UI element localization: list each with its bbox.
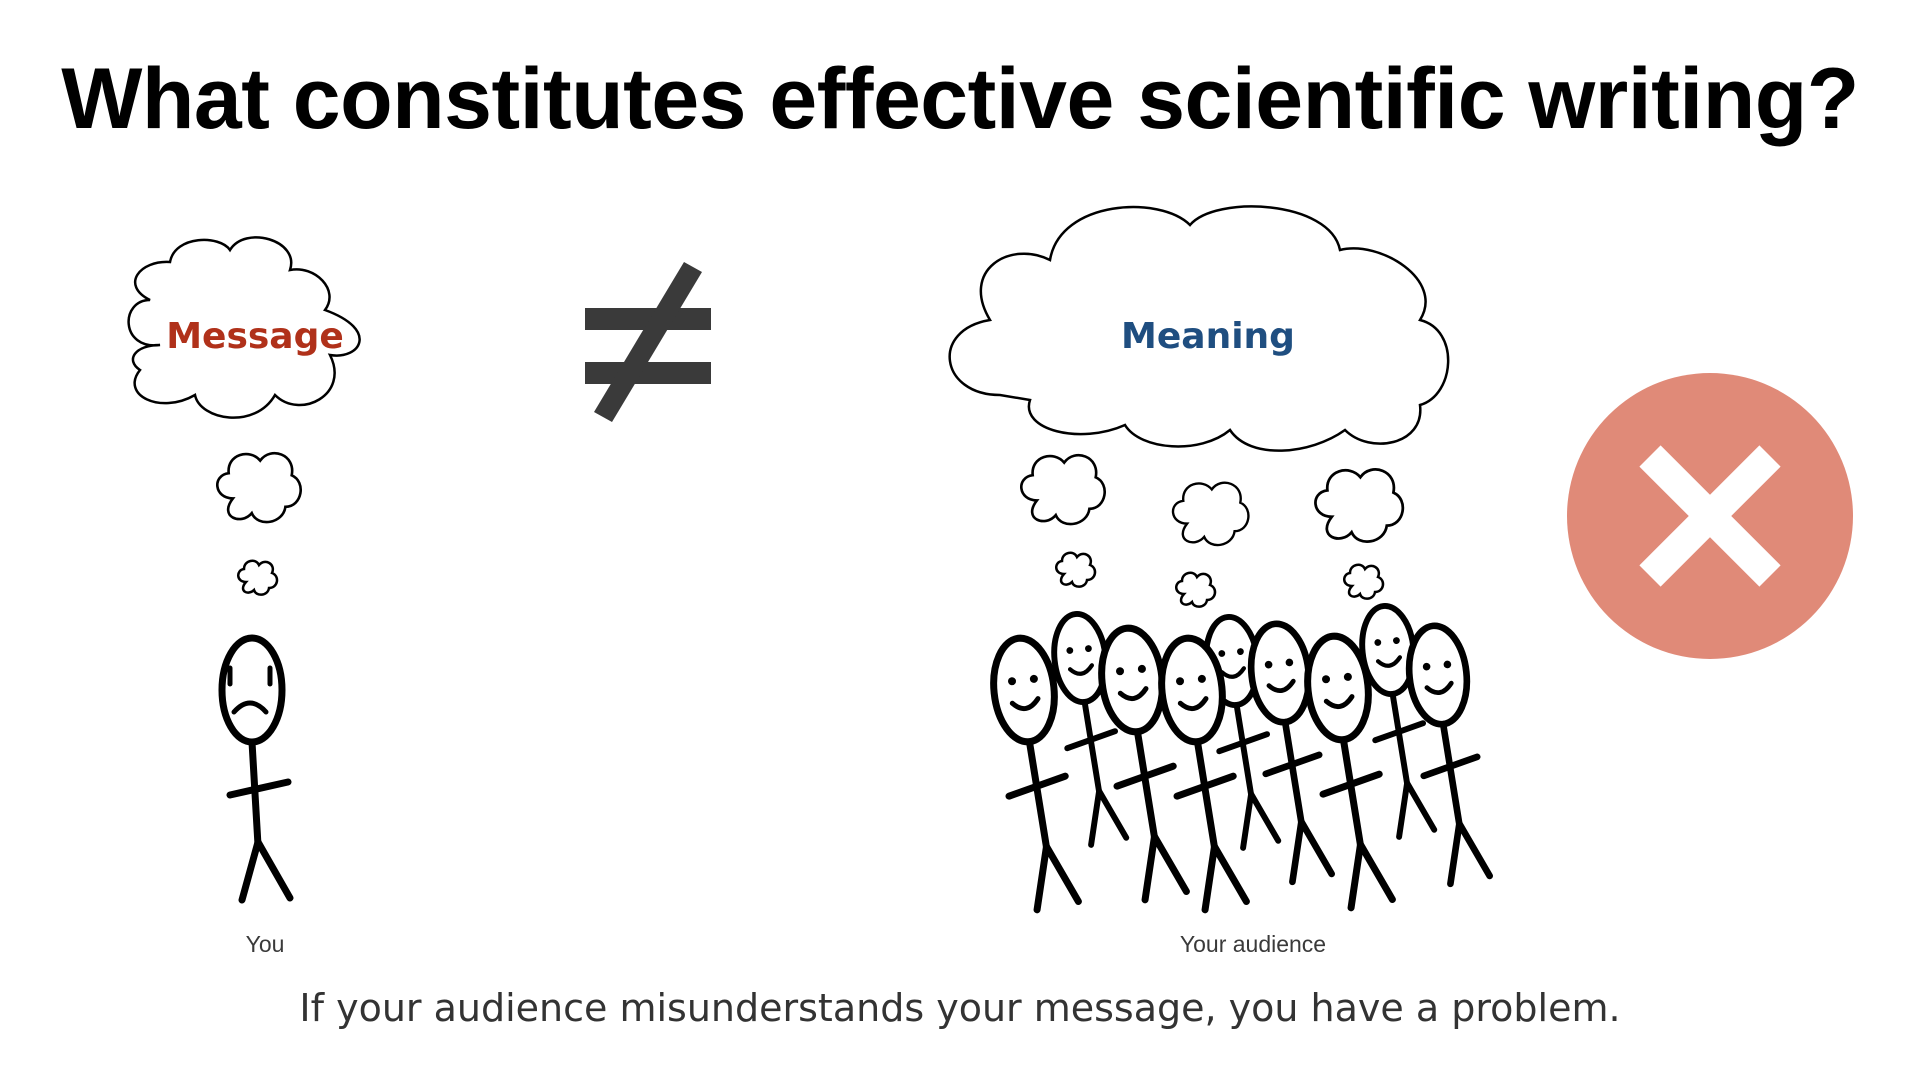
- sad-mouth: [231, 700, 269, 715]
- audience-thought-bubble-small-3: [1314, 468, 1405, 543]
- sender-thought-bubble-tiny: [236, 559, 279, 596]
- receivers-group: Meaning Your audience: [948, 205, 1490, 957]
- footer-statement: If your audience misunderstands your mes…: [299, 986, 1621, 1030]
- audience-thought-bubble-tiny-1: [1054, 551, 1097, 588]
- audience-caption: Your audience: [1180, 931, 1326, 957]
- sender-caption: You: [246, 931, 285, 957]
- audience-member: [1404, 623, 1490, 886]
- audience-thought-bubble-tiny-2: [1174, 571, 1217, 608]
- audience-thought-bubble-small-1: [1019, 453, 1106, 526]
- x-mark-icon: [1567, 373, 1853, 659]
- audience-thought-bubble-tiny-3: [1342, 563, 1385, 600]
- verdict-cross: [1639, 445, 1781, 587]
- sender-thought-bubble-small: [215, 451, 302, 524]
- audience-thought-cloud: [948, 205, 1450, 452]
- sender-stick-figure: [218, 634, 294, 904]
- message-label: Message: [166, 316, 344, 357]
- sender-thought-cloud: [127, 236, 361, 419]
- audience-crowd: [989, 603, 1490, 912]
- meaning-label: Meaning: [1121, 316, 1295, 357]
- slide-title: What constitutes effective scientific wr…: [61, 51, 1859, 147]
- audience-thought-bubble-small-2: [1171, 481, 1250, 547]
- sender-group: Message You: [127, 236, 361, 957]
- not-equal-icon: [585, 262, 711, 422]
